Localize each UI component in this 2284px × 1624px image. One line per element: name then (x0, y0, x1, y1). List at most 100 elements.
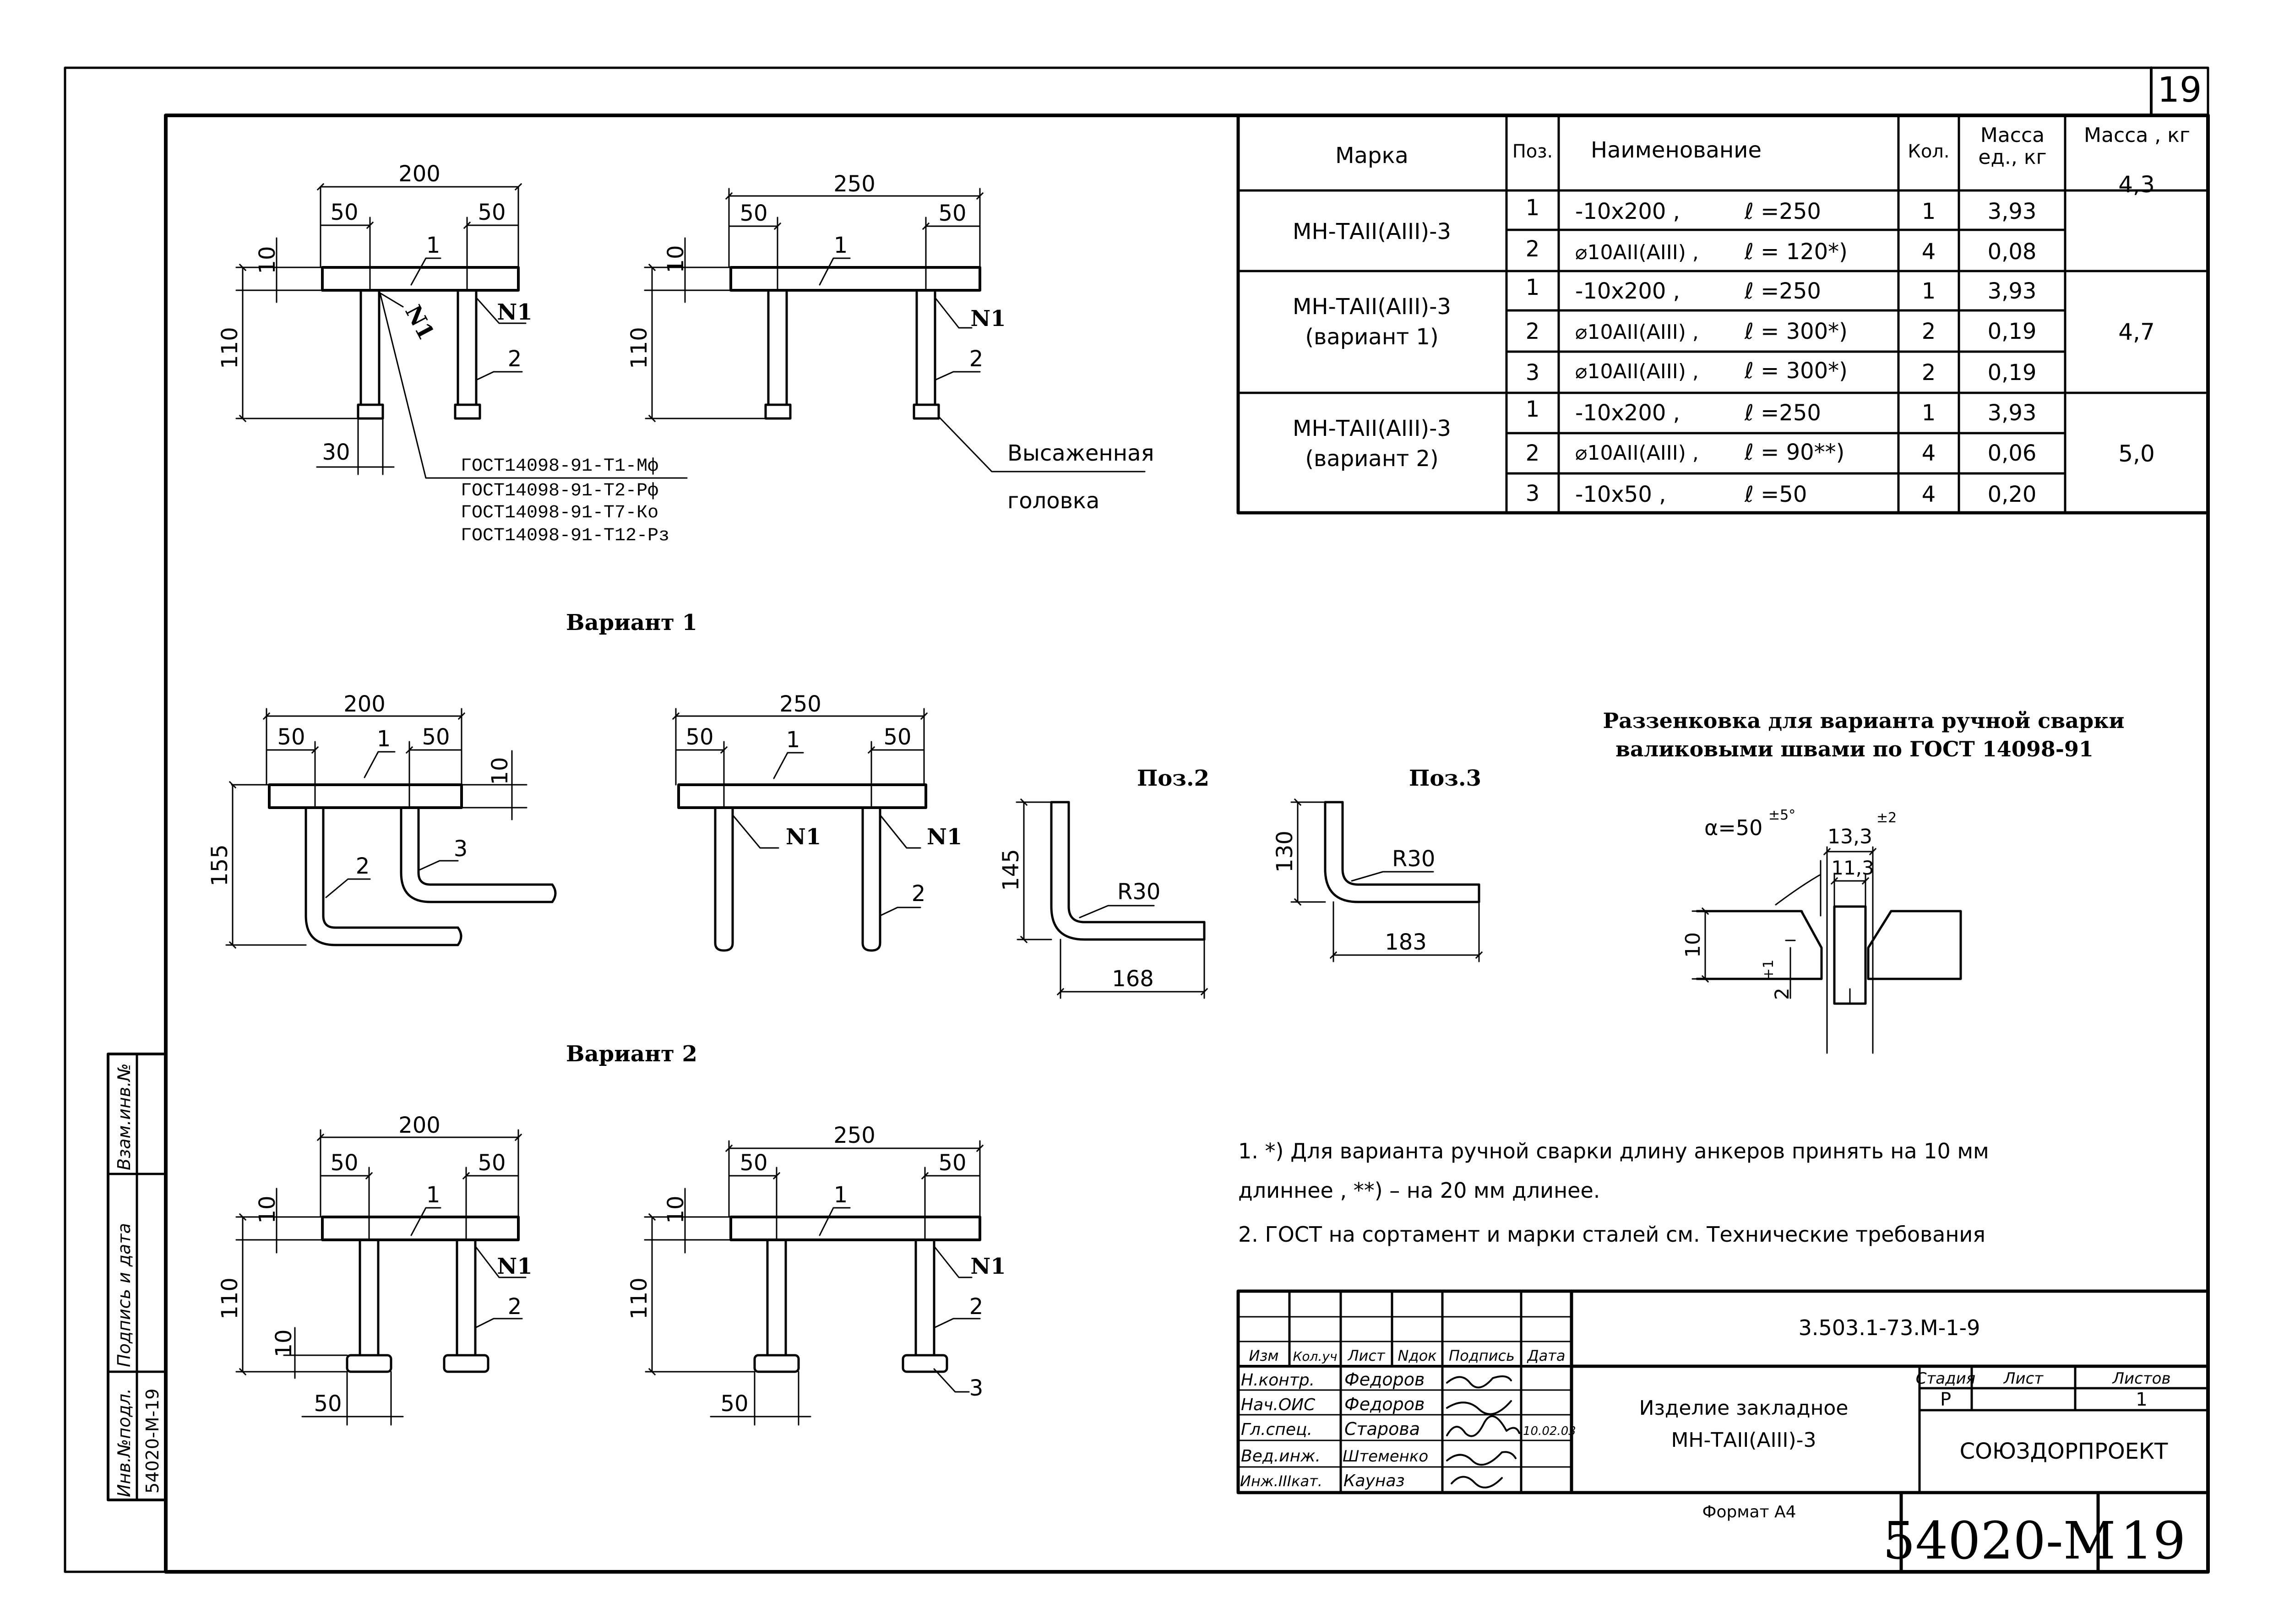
format-label: Формат А4 (1702, 1503, 1796, 1521)
v2-dim-110: 110 (217, 1277, 243, 1320)
poz3-title: Поз.3 (1409, 766, 1481, 791)
g1r2-name: ⌀10АII(АIII) , (1575, 241, 1699, 264)
stage-value: Р (1940, 1389, 1951, 1410)
header-mass-unit: Масса ед., кг (1978, 125, 2047, 169)
g3r3-qty: 4 (1922, 482, 1936, 507)
g3r1-length: ℓ =250 (1744, 400, 1821, 426)
poz3-dim-183: 183 (1385, 929, 1427, 955)
v2-dim-50-head-2: 50 (720, 1391, 748, 1417)
note-2: 2. ГОСТ на сортамент и марки сталей см. … (1238, 1222, 1985, 1247)
org-name: СОЮЗДОРПРОЕКТ (1960, 1439, 2168, 1464)
group3-mark-sub: (вариант 2) (1305, 446, 1438, 472)
group1-mass-total: 4,3 (2118, 171, 2155, 198)
g3r3-pos: 3 (1526, 481, 1540, 506)
variant1-labels: 200 50 50 10 155 1 2 3 250 50 50 1 N1 N1… (207, 691, 962, 907)
g1r2-mass: 0,08 (1988, 239, 2037, 265)
g2r3-name: ⌀10АII(АIII) , (1575, 360, 1699, 383)
v2-pos-2-2: 2 (969, 1294, 984, 1320)
g2r1-qty: 1 (1922, 278, 1936, 304)
bevel-dim-2: 2 (1771, 988, 1793, 1000)
variant1-title: Вариант 1 (566, 610, 697, 635)
weld-n1-2: N1 (970, 306, 1006, 331)
role-1: Н.контр. (1241, 1371, 1315, 1390)
g1r2-qty: 4 (1922, 239, 1936, 265)
dim-30: 30 (322, 440, 350, 465)
side-stamp-swap-label: Взам.инв.№ (114, 1063, 134, 1170)
g2r1-name: -10х200 , (1575, 278, 1680, 304)
v1-dim-50-right: 50 (422, 724, 450, 750)
g2r3-length: ℓ = 300*) (1744, 358, 1848, 384)
v2-dim-50-left-2: 50 (740, 1150, 767, 1176)
role-4: Вед.инж. (1241, 1447, 1321, 1466)
dim-50-left: 50 (330, 200, 358, 225)
bevel-title-1: Раззенковка для варианта ручной сварки (1603, 708, 2125, 733)
spec-group-3: МН-ТАII(АIII)-3 (вариант 2) 5,0 1 -10х20… (1293, 396, 2155, 507)
g2r2-length: ℓ = 300*) (1744, 319, 1848, 344)
v2-weld-n1: N1 (497, 1254, 532, 1279)
v2-dim-50-left: 50 (330, 1150, 358, 1176)
group2-mark: МН-ТАII(АIII)-3 (1293, 294, 1451, 320)
main-250-labels: 250 50 50 10 110 1 N1 2 Высаженная голов… (626, 171, 1154, 514)
g2r3-mass: 0,19 (1988, 360, 2037, 386)
inner-frame (164, 114, 2210, 1574)
v2-pos-1-2: 1 (834, 1182, 848, 1208)
v1-dim-50-right-2: 50 (883, 724, 911, 750)
g3r1-name: -10х200 , (1575, 400, 1680, 426)
note-1a: 1. *) Для варианта ручной сварки длину а… (1238, 1139, 1989, 1163)
g2r2-mass: 0,19 (1988, 319, 2037, 344)
g1r2-pos: 2 (1526, 236, 1540, 262)
g3r3-length: ℓ =50 (1744, 482, 1807, 507)
spec-table-grid (1236, 114, 2210, 515)
col-izm: Изм (1249, 1347, 1278, 1364)
poz2-r30: R30 (1117, 879, 1160, 905)
g2r2-pos: 2 (1526, 319, 1540, 344)
header-pos: Поз. (1512, 141, 1553, 162)
v1-dim-10: 10 (487, 757, 513, 785)
spec-table-headers: Марка Поз. Наименование Кол. Масса ед., … (1335, 125, 2190, 169)
col-list: Лист (1347, 1347, 1385, 1364)
g1r1-mass: 3,93 (1988, 199, 2037, 224)
v1-pos-2-2: 2 (912, 881, 926, 907)
role-5: Инж.IIIкат. (1240, 1472, 1322, 1490)
spec-group-2: МН-ТАII(АIII)-3 (вариант 1) 4,7 1 -10х20… (1293, 275, 2155, 386)
dim-250: 250 (833, 171, 876, 197)
v2-pos-2: 2 (508, 1294, 522, 1320)
g3r3-mass: 0,20 (1988, 482, 2037, 507)
spec-group-1: МН-ТАII(АIII)-3 4,3 1 -10х200 , ℓ =250 1… (1293, 171, 2155, 265)
v1-weld-n1-right: N1 (927, 824, 962, 850)
gost-2: ГОСТ14098-91-Т2-Рф (461, 481, 658, 501)
v1-pos-3: 3 (454, 836, 468, 862)
gost-4: ГОСТ14098-91-Т12-Рз (461, 526, 669, 546)
g2r2-qty: 2 (1922, 319, 1936, 344)
poz3-r30: R30 (1392, 846, 1435, 872)
v2-dim-50-head: 50 (314, 1391, 342, 1417)
v1-pos-2: 2 (356, 853, 370, 879)
head-label-1: Высаженная (1007, 440, 1154, 466)
variant2-drawing-200 (235, 1129, 527, 1426)
side-stamp-sign-label: Подпись и дата (114, 1223, 134, 1367)
g2r3-qty: 2 (1922, 360, 1936, 386)
v2-pos-1: 1 (426, 1182, 440, 1208)
dim-50-right-2: 50 (938, 201, 966, 226)
col-kolich: Кол.уч (1293, 1349, 1338, 1364)
g3r2-mass: 0,06 (1988, 440, 2037, 466)
title-block-grid (1236, 1289, 2210, 1574)
g2r1-pos: 1 (1526, 275, 1540, 300)
bevel-dim-10: 10 (1681, 932, 1705, 958)
g3r1-mass: 3,93 (1988, 400, 2037, 426)
g2r1-length: ℓ =250 (1744, 278, 1821, 304)
v2-weld-n1-2: N1 (970, 1254, 1006, 1279)
name-4: Штеменко (1343, 1447, 1428, 1466)
bevel-dim-11-3: 11,3 (1831, 857, 1874, 879)
side-stamp-inv-label: Инв.№подл. (114, 1388, 134, 1497)
header-mass-total: Масса , кг (2084, 125, 2190, 147)
doc-sheet-number: 19 (2121, 1511, 2186, 1571)
g1r1-pos: 1 (1526, 195, 1540, 221)
poz3-drawing (1290, 798, 1483, 962)
name-1: Федоров (1344, 1369, 1425, 1390)
header-name: Наименование (1591, 137, 1762, 163)
g3r1-qty: 1 (1922, 400, 1936, 426)
dim-110: 110 (217, 327, 243, 369)
gost-3: ГОСТ14098-91-Т7-Ко (461, 503, 658, 523)
